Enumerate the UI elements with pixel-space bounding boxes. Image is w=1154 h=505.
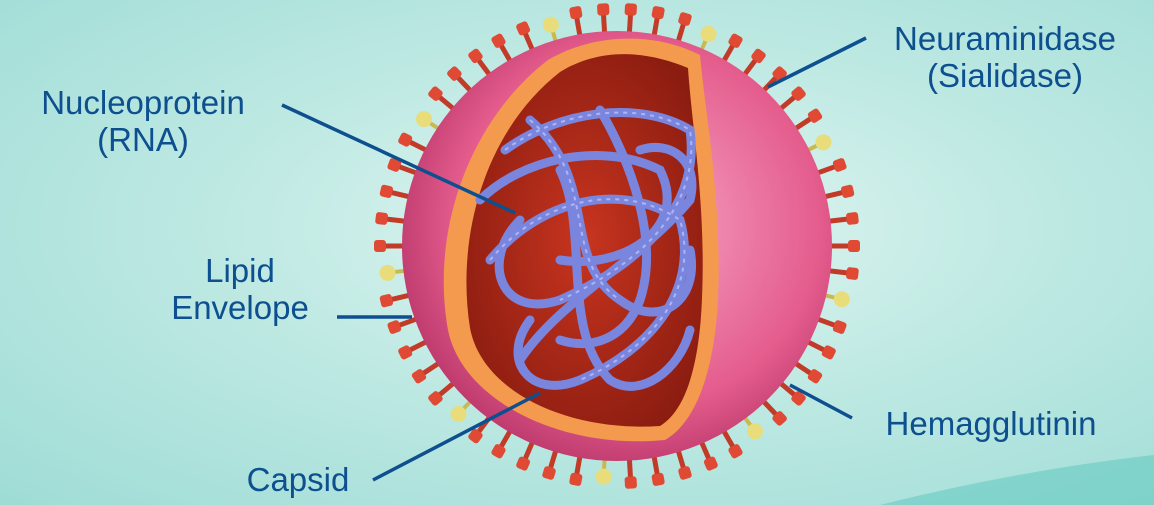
hemagglutinin-spike-head <box>832 319 847 334</box>
hemagglutinin-spike-head <box>848 240 860 252</box>
neuraminidase-spike-head <box>834 291 850 307</box>
label-neuraminidase-line2: (Sialidase) <box>862 57 1148 94</box>
label-hemagglutinin-line1: Hemagglutinin <box>855 405 1127 442</box>
hemagglutinin-spike-head <box>651 6 665 20</box>
hemagglutinin-spike-head <box>832 157 847 172</box>
hemagglutinin-spike-head <box>375 212 388 225</box>
hemagglutinin-spike-head <box>840 184 854 198</box>
label-nucleoprotein-line2: (RNA) <box>8 121 278 158</box>
hemagglutinin-spike-head <box>624 3 637 16</box>
label-capsid: Capsid <box>228 461 368 498</box>
neuraminidase-spike-head <box>380 265 396 281</box>
label-nucleoprotein: Nucleoprotein (RNA) <box>8 84 278 158</box>
hemagglutinin-spike-head <box>569 472 583 486</box>
label-lipid-envelope-line1: Lipid <box>145 252 335 289</box>
hemagglutinin-spike-head <box>379 184 393 198</box>
background-wave <box>880 455 1154 505</box>
label-neuraminidase-line1: Neuraminidase <box>862 20 1148 57</box>
hemagglutinin-spike-head <box>374 240 386 252</box>
hemagglutinin-spike-head <box>515 20 531 36</box>
hemagglutinin-spike-head <box>569 6 583 20</box>
neuraminidase-leader <box>768 38 866 87</box>
hemagglutinin-spike-head <box>821 344 837 360</box>
hemagglutinin-spike-head <box>379 293 393 307</box>
neuraminidase-spike-head <box>543 17 559 33</box>
label-lipid-envelope: Lipid Envelope <box>145 252 335 326</box>
label-nucleoprotein-line1: Nucleoprotein <box>8 84 278 121</box>
neuraminidase-spike-head <box>747 423 763 439</box>
neuraminidase-spike-head <box>416 111 432 127</box>
label-capsid-line1: Capsid <box>228 461 368 498</box>
hemagglutinin-spike-head <box>846 267 859 280</box>
hemagglutinin-spike-head <box>397 132 413 148</box>
hemagglutinin-spike-head <box>846 212 859 225</box>
neuraminidase-spike-head <box>700 26 716 42</box>
hemagglutinin-spike-head <box>597 3 610 16</box>
hemagglutinin-spike-head <box>387 319 402 334</box>
hemagglutinin-spike-head <box>397 344 413 360</box>
capsid-leader <box>373 393 540 480</box>
hemagglutinin-spike-head <box>678 466 693 481</box>
label-lipid-envelope-line2: Envelope <box>145 289 335 326</box>
label-hemagglutinin: Hemagglutinin <box>855 405 1127 442</box>
neuraminidase-spike-head <box>815 134 831 150</box>
hemagglutinin-spike-head <box>515 456 531 472</box>
hemagglutinin-spike-head <box>542 466 557 481</box>
neuraminidase-spike-head <box>450 406 466 422</box>
neuraminidase-spike-head <box>596 469 612 485</box>
hemagglutinin-spike-head <box>624 476 637 489</box>
hemagglutinin-spike-head <box>678 11 693 26</box>
label-neuraminidase: Neuraminidase (Sialidase) <box>862 20 1148 94</box>
hemagglutinin-spike-head <box>703 456 719 472</box>
hemagglutinin-spike-head <box>651 472 665 486</box>
